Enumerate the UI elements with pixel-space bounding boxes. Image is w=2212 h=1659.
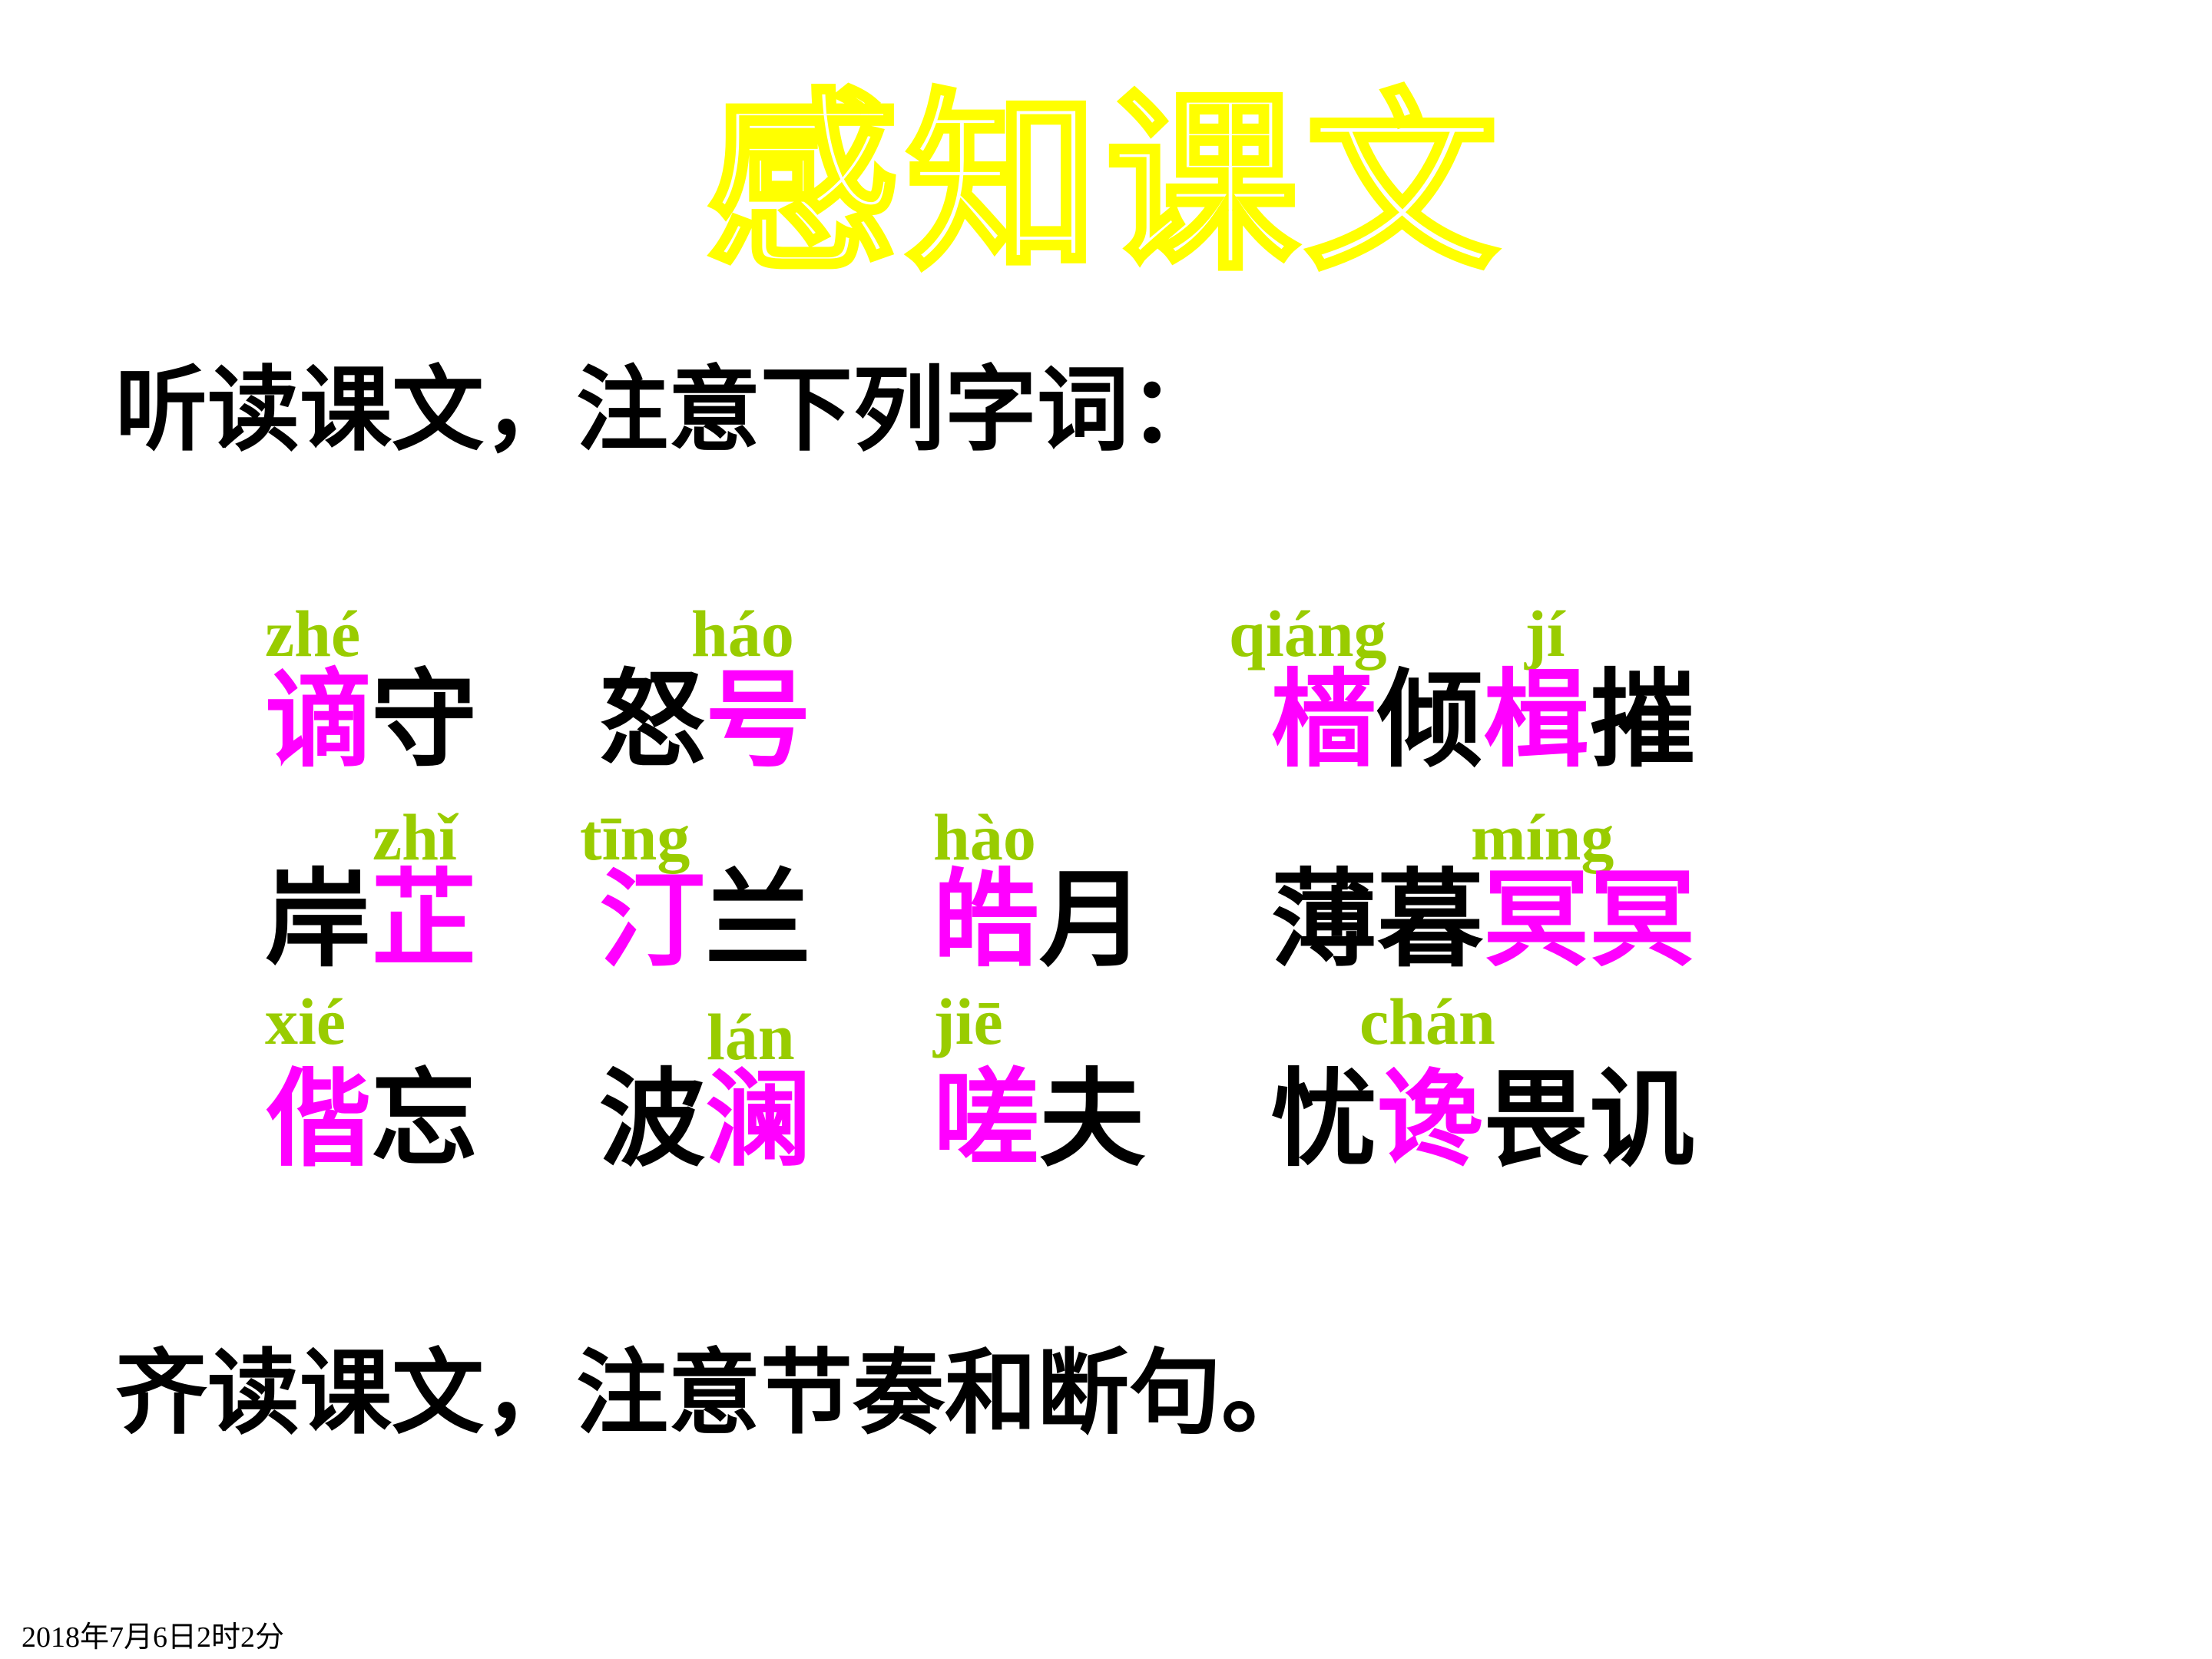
word-char-highlight: 楫: [1483, 658, 1590, 782]
pinyin-zhe: zhé: [265, 597, 361, 671]
word-char: 夫: [1039, 1058, 1146, 1181]
word-char: 月: [1039, 858, 1146, 982]
word-char: 暮: [1377, 858, 1484, 982]
word-zheshou: 谪守: [265, 659, 477, 782]
word-char: 讥: [1589, 1058, 1696, 1181]
word-char-highlight: 嗟: [933, 1058, 1040, 1181]
word-char-highlight: 谗: [1377, 1058, 1484, 1181]
pinyin-hao2: háo: [691, 597, 794, 671]
word-char: 忧: [1271, 1058, 1378, 1181]
footer-date: 2018年7月6日2时2分: [22, 1621, 285, 1654]
word-char-highlight: 澜: [705, 1058, 812, 1181]
word-xiewang: 偕忘: [265, 1058, 477, 1181]
word-char-highlight: 樯: [1271, 658, 1378, 782]
pinyin-hao4: hào: [933, 800, 1036, 874]
word-jiefu: 嗟夫: [933, 1058, 1145, 1181]
word-tinglan: 汀兰: [599, 859, 811, 982]
pinyin-ming: míng: [1471, 800, 1614, 874]
pinyin-lan: lán: [707, 1000, 795, 1074]
word-char: 兰: [705, 858, 812, 982]
word-nuhao: 怒号: [599, 659, 811, 782]
pinyin-chan: chán: [1359, 985, 1495, 1058]
word-anzhi: 岸芷: [265, 859, 477, 982]
word-char: 守: [371, 658, 478, 782]
word-char: 波: [599, 1058, 706, 1181]
word-youchanweiji: 忧谗畏讥: [1271, 1058, 1695, 1181]
word-qiangqingjicui: 樯倾楫摧: [1271, 659, 1695, 782]
word-char-highlight: 号: [705, 658, 812, 782]
word-char: 岸: [265, 858, 372, 982]
word-char-highlight: 汀: [599, 858, 706, 982]
word-char-highlight: 芷: [371, 858, 478, 982]
word-char-highlight: 皓: [933, 858, 1040, 982]
instruction-listen: 听读课文，注意下列字词：: [115, 357, 1221, 464]
word-char: 倾: [1377, 658, 1484, 782]
word-char: 畏: [1483, 1058, 1590, 1181]
word-char: 摧: [1589, 658, 1696, 782]
pinyin-jie: jiē: [933, 985, 1003, 1058]
word-char-highlight: 谪: [265, 658, 372, 782]
pinyin-ji: jí: [1525, 597, 1565, 671]
slide-title: 感知课文: [704, 70, 1505, 298]
word-char: 薄: [1271, 858, 1378, 982]
pinyin-ting: tīng: [580, 800, 690, 874]
pinyin-xie: xié: [265, 985, 346, 1058]
word-char: 怒: [599, 658, 706, 782]
pinyin-zhi: zhǐ: [373, 800, 457, 874]
word-bolan: 波澜: [599, 1058, 811, 1181]
instruction-read-aloud: 齐读课文，注意节奏和断句。: [115, 1340, 1313, 1447]
word-char-highlight: 冥: [1589, 858, 1696, 982]
pinyin-qiang: qiáng: [1229, 597, 1387, 671]
word-haoyue: 皓月: [933, 859, 1145, 982]
word-char: 忘: [371, 1058, 478, 1181]
word-bomumingming: 薄暮冥冥: [1271, 859, 1695, 982]
word-char-highlight: 偕: [265, 1058, 372, 1181]
word-char-highlight: 冥: [1483, 858, 1590, 982]
